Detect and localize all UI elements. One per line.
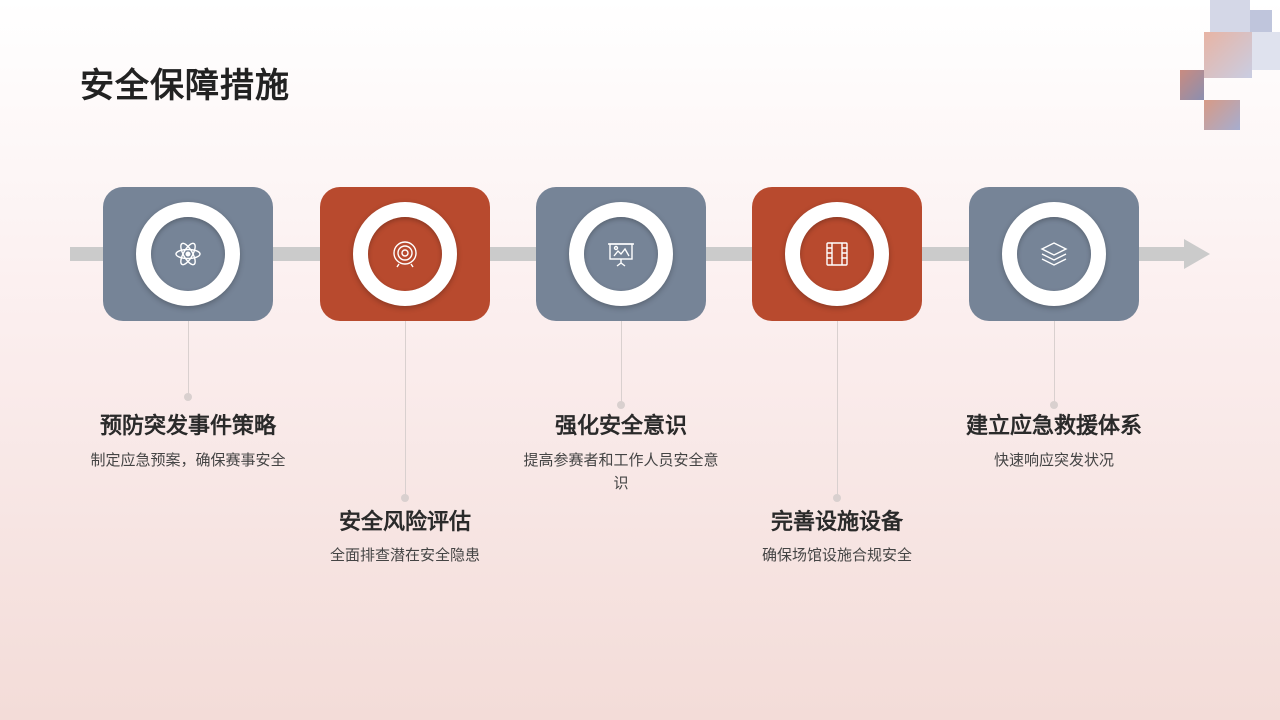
timeline-arrow-head bbox=[1184, 239, 1210, 269]
step-card-4 bbox=[752, 187, 922, 321]
presentation-icon bbox=[608, 243, 634, 267]
step-description: 全面排查潜在安全隐患 bbox=[329, 546, 480, 564]
connector-dot bbox=[401, 494, 409, 502]
step-title: 预防突发事件策略 bbox=[99, 414, 276, 439]
connector-line bbox=[1054, 321, 1055, 405]
step-title: 安全风险评估 bbox=[338, 510, 471, 535]
step-card-3 bbox=[536, 187, 706, 321]
atom-icon bbox=[175, 242, 201, 266]
step-title: 建立应急救援体系 bbox=[965, 414, 1142, 439]
connector-line bbox=[837, 321, 838, 497]
step-title: 强化安全意识 bbox=[554, 414, 687, 439]
connector-line bbox=[188, 321, 189, 397]
step-card-5 bbox=[969, 187, 1139, 321]
connector-dot bbox=[617, 401, 625, 409]
step-card-1 bbox=[103, 187, 273, 321]
connector-dot bbox=[833, 494, 841, 502]
step-description: 快速响应突发状况 bbox=[993, 451, 1114, 469]
film-icon bbox=[826, 242, 848, 266]
step-title: 完善设施设备 bbox=[770, 510, 903, 535]
layers-icon bbox=[1040, 242, 1068, 266]
connector-line bbox=[621, 321, 622, 405]
page-title: 安全保障措施 bbox=[80, 66, 290, 106]
connector-dot bbox=[184, 393, 192, 401]
connector-dot bbox=[1050, 401, 1058, 409]
step-description: 确保场馆设施合规安全 bbox=[761, 546, 912, 564]
step-description: 制定应急预案，确保赛事安全 bbox=[90, 451, 286, 469]
step-description: 提高参赛者和工作人员安全意识 bbox=[523, 451, 719, 492]
connector-line bbox=[405, 321, 406, 497]
target-icon bbox=[393, 241, 417, 268]
step-card-2 bbox=[320, 187, 490, 321]
